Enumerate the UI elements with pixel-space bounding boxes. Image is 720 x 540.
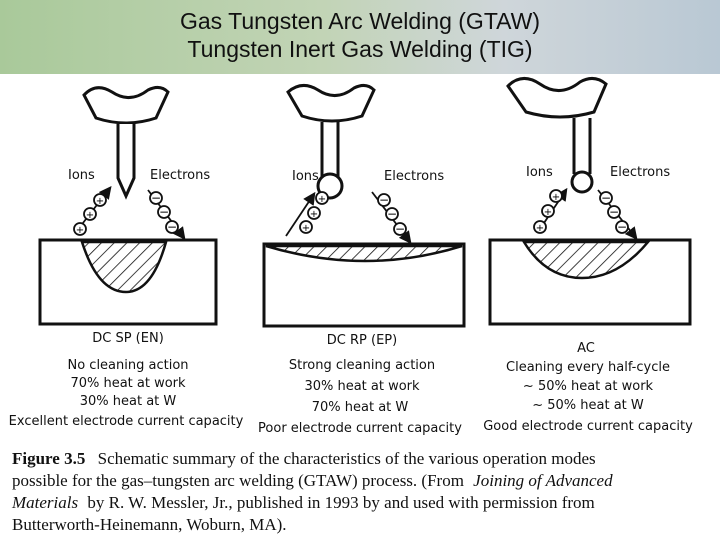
mode-label-ac: AC xyxy=(577,341,595,356)
panel-line: ~ 50% heat at work xyxy=(523,379,654,394)
title-banner: Gas Tungsten Arc Welding (GTAW) Tungsten… xyxy=(0,0,720,74)
svg-text:−: − xyxy=(387,207,397,221)
svg-text:+: + xyxy=(318,194,326,205)
svg-text:+: + xyxy=(536,223,544,234)
page-title: Gas Tungsten Arc Welding (GTAW) xyxy=(179,8,541,34)
ions-label: Ions xyxy=(292,169,319,184)
mode-label-dcsp: DC SP (EN) xyxy=(92,331,164,346)
svg-text:Figure 3.5 Schematic sum: Figure 3.5 Schematic summary of the char… xyxy=(12,449,596,468)
panel-dcrp: Ions Electrons + + + − − − DC RP (EP) St… xyxy=(258,83,466,436)
electron-charges: − − − xyxy=(599,191,629,234)
panel-line: Cleaning every half-cycle xyxy=(506,360,670,375)
ion-arrow xyxy=(285,191,316,237)
panel-line: Poor electrode current capacity xyxy=(258,421,462,436)
caption-source-title: Materials xyxy=(11,493,78,512)
weld-pool-shallow xyxy=(265,244,463,263)
weld-pool-medium xyxy=(521,240,651,280)
panel-line: No cleaning action xyxy=(67,358,188,373)
panel-line: ~ 50% heat at W xyxy=(532,398,644,413)
svg-text:+: + xyxy=(86,210,94,221)
electrons-label: Electrons xyxy=(610,165,670,180)
weld-pool-deep xyxy=(80,240,168,294)
tungsten-electrode-rounded xyxy=(570,118,594,194)
page-subtitle: Tungsten Inert Gas Welding (TIG) xyxy=(187,36,533,62)
ions-label: Ions xyxy=(526,165,553,180)
caption-line: possible for the gas–tungsten arc weldin… xyxy=(12,471,464,490)
torch-nozzle xyxy=(286,83,376,123)
svg-text:−: − xyxy=(609,205,619,219)
svg-text:+: + xyxy=(76,225,84,236)
svg-text:+: + xyxy=(310,209,318,220)
caption-line: Schematic summary of the characteristics… xyxy=(98,449,596,468)
panel-line: Excellent electrode current capacity xyxy=(9,414,244,429)
figure-caption: Figure 3.5 Schematic summary of the char… xyxy=(11,449,613,534)
tungsten-electrode-pointed xyxy=(116,124,136,200)
panel-ac: Ions Electrons + + + − − − AC Cleaning e… xyxy=(483,77,693,434)
panel-line: 70% heat at work xyxy=(70,376,186,391)
svg-text:+: + xyxy=(544,207,552,218)
panel-line: Good electrode current capacity xyxy=(483,419,693,434)
panel-dcsp: Ions Electrons + + + − − − DC SP (EN) No… xyxy=(9,85,244,429)
electron-charges: − − − xyxy=(377,193,407,236)
ions-label: Ions xyxy=(68,168,95,183)
svg-text:+: + xyxy=(552,192,560,203)
panel-line: 30% heat at work xyxy=(304,379,420,394)
panel-line: 30% heat at W xyxy=(80,394,177,409)
electrons-label: Electrons xyxy=(150,168,210,183)
svg-text:−: − xyxy=(617,220,627,234)
ion-charges: + + + xyxy=(73,193,107,236)
svg-text:+: + xyxy=(96,196,104,207)
mode-label-dcrp: DC RP (EP) xyxy=(327,333,397,348)
svg-text:Materials by R. W. Messl: Materials by R. W. Messler, Jr., publish… xyxy=(11,493,595,512)
svg-text:−: − xyxy=(601,191,611,205)
svg-text:+: + xyxy=(302,223,310,234)
svg-text:possible for the gas–tungsten: possible for the gas–tungsten arc weldin… xyxy=(12,471,613,490)
svg-text:−: − xyxy=(151,191,161,205)
tungsten-electrode-balled xyxy=(316,122,344,200)
caption-source-title: Joining of Advanced xyxy=(473,471,613,490)
gtaw-polarity-diagram: Ions Electrons + + + − − − DC SP (EN) No… xyxy=(9,77,693,534)
electron-charges: − − − xyxy=(149,191,179,234)
torch-nozzle xyxy=(82,85,170,125)
svg-text:−: − xyxy=(379,193,389,207)
caption-line: by R. W. Messler, Jr., published in 1993… xyxy=(87,493,594,512)
panel-line: 70% heat at W xyxy=(312,400,409,415)
svg-text:−: − xyxy=(167,220,177,234)
torch-nozzle xyxy=(506,77,608,119)
caption-line: Butterworth-Heinemann, Woburn, MA). xyxy=(12,515,287,534)
svg-text:−: − xyxy=(159,205,169,219)
panel-line: Strong cleaning action xyxy=(289,358,435,373)
svg-text:−: − xyxy=(395,222,405,236)
figure-label: Figure 3.5 xyxy=(12,449,85,468)
electrons-label: Electrons xyxy=(384,169,444,184)
ion-charges: + + + xyxy=(299,191,329,234)
ion-charges: + + + xyxy=(533,189,563,234)
